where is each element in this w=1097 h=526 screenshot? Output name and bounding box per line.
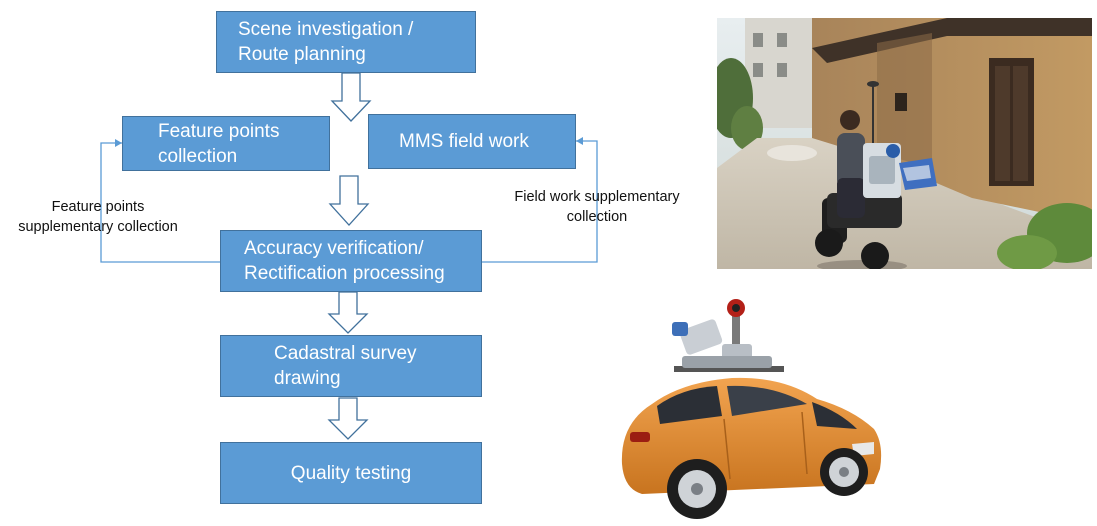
step-quality-label: Quality testing xyxy=(290,462,412,484)
step-scene-investigation: Scene investigation / Route planning xyxy=(216,11,476,73)
step-feature-label: Feature points collection xyxy=(158,120,280,167)
down-arrow-1 xyxy=(330,72,372,122)
left-feedback-arrowhead xyxy=(115,139,122,147)
right-feedback-note: Field work supplementary collection xyxy=(514,189,680,225)
mms-motorcycle-photo xyxy=(717,18,1092,269)
right-feedback-line xyxy=(482,140,598,263)
down-arrow-3 xyxy=(327,291,369,334)
step-cadastral-survey: Cadastral survey drawing xyxy=(220,335,482,397)
step-accuracy-verification: Accuracy verification/ Rectification pro… xyxy=(220,230,482,292)
step-quality-testing: Quality testing xyxy=(220,442,482,504)
down-arrow-2 xyxy=(328,175,370,226)
step-mms-field-work: MMS field work xyxy=(368,114,576,169)
step-cadastral-label: Cadastral survey drawing xyxy=(274,343,417,389)
right-feedback-arrowhead xyxy=(576,137,583,145)
left-feedback-line xyxy=(100,142,220,263)
step-accuracy-label: Accuracy verification/ Rectification pro… xyxy=(244,238,445,284)
down-arrow-4 xyxy=(327,397,369,440)
step-scene-label: Scene investigation / Route planning xyxy=(238,19,414,65)
step-mms-label: MMS field work xyxy=(399,131,529,152)
left-feedback-note: Feature points supplementary collection xyxy=(18,199,178,235)
mms-car-render xyxy=(612,294,887,526)
step-feature-points: Feature points collection xyxy=(122,116,330,171)
